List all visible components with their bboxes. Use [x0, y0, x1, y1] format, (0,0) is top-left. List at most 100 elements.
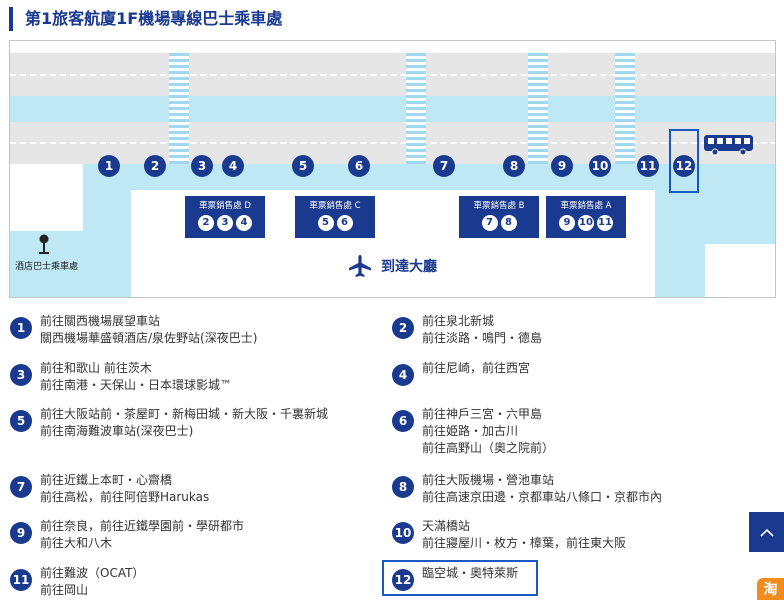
- legend-line: 前往姫路・加古川: [422, 424, 519, 438]
- legend-num: 7: [10, 476, 32, 498]
- bus-icon: [704, 135, 753, 156]
- legend-line: 前往神戶三宮・六甲島: [422, 407, 543, 421]
- legend-line: 關西機場華盛頓酒店/泉佐野站(深夜巴士): [40, 331, 258, 345]
- legend-item-11: 11 前往難波（OCAT） 前往岡山: [10, 565, 144, 599]
- legend-line: 前往難波（OCAT）: [40, 566, 145, 580]
- ticket-booth-b: 車票銷售處 B 7 8: [459, 196, 539, 238]
- map-pin-icon: [39, 234, 49, 254]
- airplane-icon: [349, 255, 371, 277]
- legend-line: 天滿橋站: [422, 519, 471, 533]
- legend-num: 12: [392, 569, 414, 591]
- legend-line: 前往大和八木: [40, 536, 113, 550]
- ticket-booth-a: 車票銷售處 A 9 10 11: [546, 196, 626, 238]
- legend-num: 10: [392, 522, 414, 544]
- legend-item-9: 9 前往奈良，前往近鐵學園前・學研都市 前往大和八木: [10, 518, 244, 552]
- chevron-up-icon: [759, 528, 774, 537]
- walkway-bottom-left: [10, 231, 131, 297]
- legend-num: 6: [392, 410, 414, 432]
- bus-stop-5[interactable]: 5: [292, 155, 314, 177]
- legend-line: 前往淡路・鳴門・德島: [422, 331, 543, 345]
- legend-num: 8: [392, 476, 414, 498]
- arrival-hall-label: 到達大廳: [381, 259, 437, 275]
- booth-stop-num: 7: [481, 215, 498, 231]
- booth-stop-num: 4: [236, 215, 252, 231]
- legend-item-6: 6 前往神戶三宮・六甲島 前往姫路・加古川 前往高野山（奧之院前）: [392, 406, 554, 457]
- crosswalk: [615, 53, 635, 164]
- bus-stop-10[interactable]: 10: [589, 155, 611, 177]
- legend-line: 前往岡山: [40, 583, 89, 597]
- bus-stop-12[interactable]: 12: [673, 155, 695, 177]
- legend-line: 前往寢屋川・枚方・樟葉，前往東大阪: [422, 536, 627, 550]
- legend-item-5: 5 前往大阪站前・茶屋町・新梅田城・新大阪・千裏新城 前往南海難波車站(深夜巴士…: [10, 406, 328, 440]
- booth-stop-num: 2: [198, 215, 214, 231]
- bus-stop-7[interactable]: 7: [433, 155, 455, 177]
- legend-line: 前往近鐵上本町・心齋橋: [40, 473, 173, 487]
- crosswalk: [528, 53, 548, 164]
- legend-item-3: 3 前往和歌山 前往茨木 前往南港・天保山・日本環球影城™: [10, 360, 232, 394]
- app-badge-icon[interactable]: 淘: [757, 578, 784, 600]
- upper-lane-marking: [10, 74, 775, 76]
- ticket-booth-d: 車票銷售處 D 2 3 4: [185, 196, 265, 238]
- bus-stop-4[interactable]: 4: [222, 155, 244, 177]
- booth-stop-num: 10: [578, 215, 594, 231]
- bus-stop-8[interactable]: 8: [503, 155, 525, 177]
- legend-line: 前往高速京田邊・京都車站八條口・京都市內: [422, 490, 663, 504]
- booth-stop-num: 11: [597, 215, 613, 231]
- bus-stop-3[interactable]: 3: [191, 155, 213, 177]
- hotel-bus-stop-label: 酒店巴士乘車處: [15, 262, 79, 272]
- arrival-hall: 到達大廳: [347, 253, 437, 279]
- legend-line: 臨空城・奧特萊斯: [422, 566, 519, 580]
- legend-num: 2: [392, 317, 414, 339]
- booth-stop-num: 6: [336, 215, 353, 231]
- legend-line: 前往奈良，前往近鐵學園前・學研都市: [40, 519, 245, 533]
- legend-line: 前往南港・天保山・日本環球影城™: [40, 378, 233, 392]
- booth-stop-num: 5: [317, 215, 334, 231]
- terminal-map: 1 2 3 4 5 6 7 8 9 10 11 12 車票銷售處 D 2 3: [9, 40, 776, 298]
- legend-num: 5: [10, 410, 32, 432]
- booth-stop-num: 3: [217, 215, 233, 231]
- legend-line: 前往關西機場展望車站: [40, 314, 161, 328]
- walkway-upper: [10, 96, 775, 122]
- booth-label: 車票銷售處 B: [473, 201, 525, 211]
- legend-num: 9: [10, 522, 32, 544]
- ticket-booth-c: 車票銷售處 C 5 6: [295, 196, 375, 238]
- lower-lane-marking: [10, 142, 775, 144]
- booth-label: 車票銷售處 A: [560, 201, 612, 211]
- booth-label: 車票銷售處 D: [199, 201, 251, 211]
- legend-item-12-highlight: [382, 560, 538, 596]
- walkway-right: [655, 164, 705, 297]
- bus-stop-2[interactable]: 2: [144, 155, 166, 177]
- legend-item-8: 8 前往大阪機場・營池車站 前往高速京田邊・京都車站八條口・京都市內: [392, 472, 662, 506]
- crosswalk: [406, 53, 426, 164]
- crosswalk: [169, 53, 189, 164]
- legend-item-7: 7 前往近鐵上本町・心齋橋 前往高松，前往阿倍野Harukas: [10, 472, 209, 506]
- legend-item-4: 4 前往尼崎，前往西宮: [392, 360, 530, 386]
- legend-num: 11: [10, 569, 32, 591]
- legend-line: 前往尼崎，前往西宮: [422, 361, 531, 375]
- booth-stop-num: 8: [500, 215, 517, 231]
- legend-num: 4: [392, 364, 414, 386]
- legend-line: 前往南海難波車站(深夜巴士): [40, 424, 194, 438]
- page-title: 第1旅客航廈1F機場專線巴士乘車處: [9, 7, 282, 31]
- bus-stop-6[interactable]: 6: [348, 155, 370, 177]
- legend-line: 前往泉北新城: [422, 314, 495, 328]
- bus-stop-1[interactable]: 1: [98, 155, 120, 177]
- booth-stop-num: 9: [559, 215, 575, 231]
- legend-num: 3: [10, 364, 32, 386]
- bus-stop-12-highlight: [669, 129, 699, 193]
- legend-item-10: 10 天滿橋站 前往寢屋川・枚方・樟葉，前往東大阪: [392, 518, 626, 552]
- legend-item-2: 2 前往泉北新城 前往淡路・鳴門・德島: [392, 313, 542, 347]
- legend-line: 前往高松，前往阿倍野Harukas: [40, 490, 210, 504]
- legend-num: 1: [10, 317, 32, 339]
- booth-label: 車票銷售處 C: [309, 201, 361, 211]
- legend-line: 前往高野山（奧之院前）: [422, 441, 555, 455]
- legend-item-1: 1 前往關西機場展望車站 關西機場華盛頓酒店/泉佐野站(深夜巴士): [10, 313, 257, 347]
- bus-stop-9[interactable]: 9: [551, 155, 573, 177]
- walkway-right-end: [705, 164, 775, 244]
- scroll-to-top-button[interactable]: [749, 512, 784, 552]
- legend-line: 前往和歌山 前往茨木: [40, 361, 152, 375]
- legend-line: 前往大阪站前・茶屋町・新梅田城・新大阪・千裏新城: [40, 407, 329, 421]
- bus-stop-11[interactable]: 11: [637, 155, 659, 177]
- legend-item-12: 12 臨空城・奧特萊斯: [392, 565, 518, 591]
